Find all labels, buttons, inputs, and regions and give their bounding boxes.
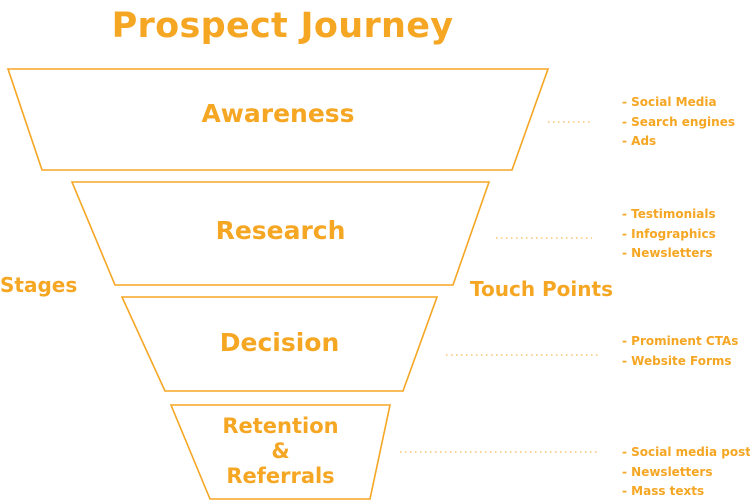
touch-point-item: - Social media posts [622, 445, 750, 459]
stage-awareness-label: Awareness [201, 99, 355, 128]
funnel-segment-awareness [6, 68, 550, 171]
funnel-segment-decision [120, 296, 439, 392]
funnel-segment-research [70, 181, 491, 286]
stage-retention-line-1: Retention [222, 414, 339, 438]
touch-points-awareness: - Social Media - Search engines - Ads [622, 93, 735, 152]
stage-decision-label: Decision [219, 328, 340, 357]
touch-points-retention: - Social media posts - Newsletters - Mas… [622, 443, 750, 501]
stage-retention-line-2: & [271, 439, 290, 463]
funnel-segment-retention [169, 404, 391, 500]
touch-point-item: - Mass texts [622, 484, 705, 498]
stage-retention-line-3: Referrals [226, 464, 335, 488]
touch-point-item: - Social Media [622, 95, 717, 109]
touch-point-item: - Testimonials [622, 207, 716, 221]
touch-points-research: - Testimonials - Infographics - Newslett… [622, 205, 716, 264]
stage-research-label: Research [215, 216, 346, 245]
touch-point-item: - Infographics [622, 226, 716, 241]
touch-point-item: - Newsletters [622, 464, 713, 479]
stage-retention-label: Retention & Referrals [171, 414, 390, 489]
touch-point-item: - Prominent CTAs [622, 334, 739, 348]
touch-point-item: - Website Forms [622, 353, 732, 368]
touch-point-item: - Search engines [622, 114, 735, 129]
touch-points-label: Touch Points [470, 277, 613, 301]
stages-label: Stages [0, 273, 78, 297]
diagram-title: Prospect Journey [111, 6, 454, 46]
touch-point-item: - Ads [622, 134, 657, 148]
touch-points-decision: - Prominent CTAs - Website Forms [622, 332, 738, 371]
touch-point-item: - Newsletters [622, 246, 713, 260]
